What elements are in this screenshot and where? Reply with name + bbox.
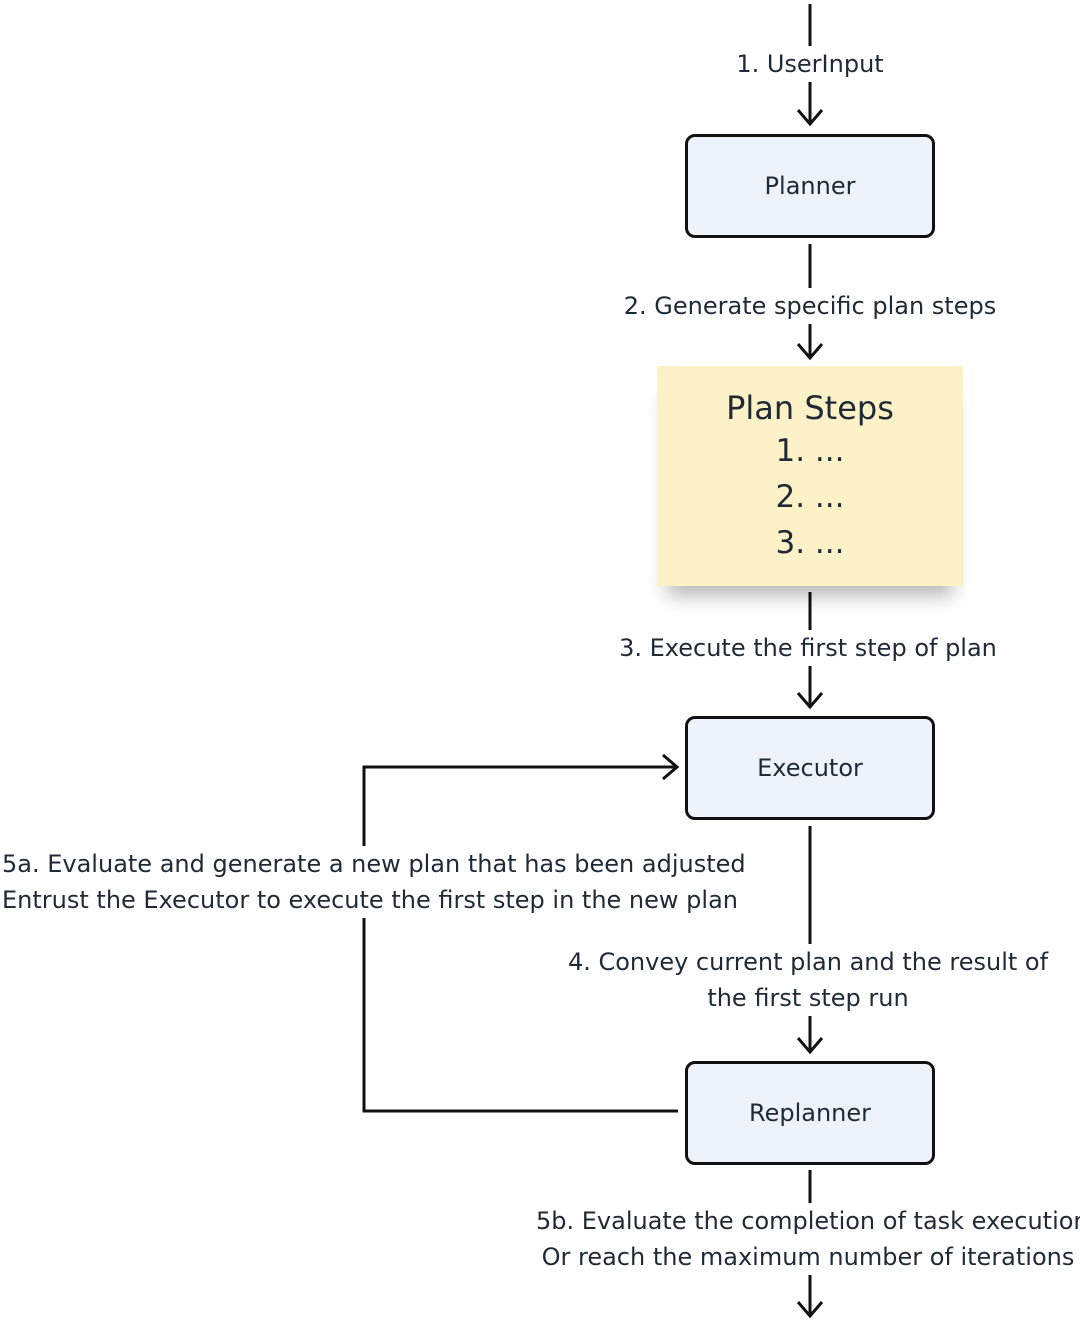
label-execute-first: 3. Execute the first step of plan bbox=[608, 630, 1008, 666]
planner-node: Planner bbox=[685, 134, 935, 238]
label-execute-first-text: 3. Execute the first step of plan bbox=[619, 634, 997, 662]
plan-step-item: 3. ... bbox=[775, 525, 845, 561]
label-user-input-text: 1. UserInput bbox=[736, 50, 884, 78]
arrowhead-exit bbox=[796, 1301, 824, 1319]
plan-steps-note: Plan Steps 1. ... 2. ... 3. ... bbox=[657, 366, 963, 586]
arrowhead-execute bbox=[796, 692, 824, 710]
arrowhead-loop bbox=[662, 753, 680, 781]
label-convey-line-1: 4. Convey current plan and the result of bbox=[567, 948, 1049, 976]
arrowhead-plan bbox=[796, 343, 824, 361]
plan-steps-title: Plan Steps bbox=[726, 389, 894, 427]
plan-step-item: 1. ... bbox=[775, 433, 845, 469]
arrowhead-convey bbox=[796, 1037, 824, 1055]
planner-node-label: Planner bbox=[764, 172, 856, 200]
label-generate-steps: 2. Generate specific plan steps bbox=[610, 288, 1010, 324]
label-evaluate-completion-line-1: 5b. Evaluate the completion of task exec… bbox=[536, 1207, 1080, 1235]
label-evaluate-completion-line-2: Or reach the maximum number of iteration… bbox=[541, 1243, 1075, 1271]
edge-loop-line bbox=[362, 765, 678, 1113]
label-user-input: 1. UserInput bbox=[700, 46, 920, 82]
label-evaluate-completion: 5b. Evaluate the completion of task exec… bbox=[536, 1203, 1080, 1275]
label-convey: 4. Convey current plan and the result of… bbox=[560, 944, 1056, 1016]
label-evaluate-new-plan-line-2: Entrust the Executor to execute the firs… bbox=[2, 886, 738, 914]
label-convey-line-2: the first step run bbox=[707, 984, 909, 1012]
label-evaluate-new-plan-line-1: 5a. Evaluate and generate a new plan tha… bbox=[2, 850, 746, 878]
replanner-node: Replanner bbox=[685, 1061, 935, 1165]
label-evaluate-new-plan: 5a. Evaluate and generate a new plan tha… bbox=[2, 846, 746, 918]
executor-node-label: Executor bbox=[757, 754, 863, 782]
executor-node: Executor bbox=[685, 716, 935, 820]
label-generate-steps-text: 2. Generate specific plan steps bbox=[623, 292, 997, 320]
arrowhead-input bbox=[796, 109, 824, 127]
plan-step-item: 2. ... bbox=[775, 479, 845, 515]
replanner-node-label: Replanner bbox=[748, 1099, 872, 1127]
